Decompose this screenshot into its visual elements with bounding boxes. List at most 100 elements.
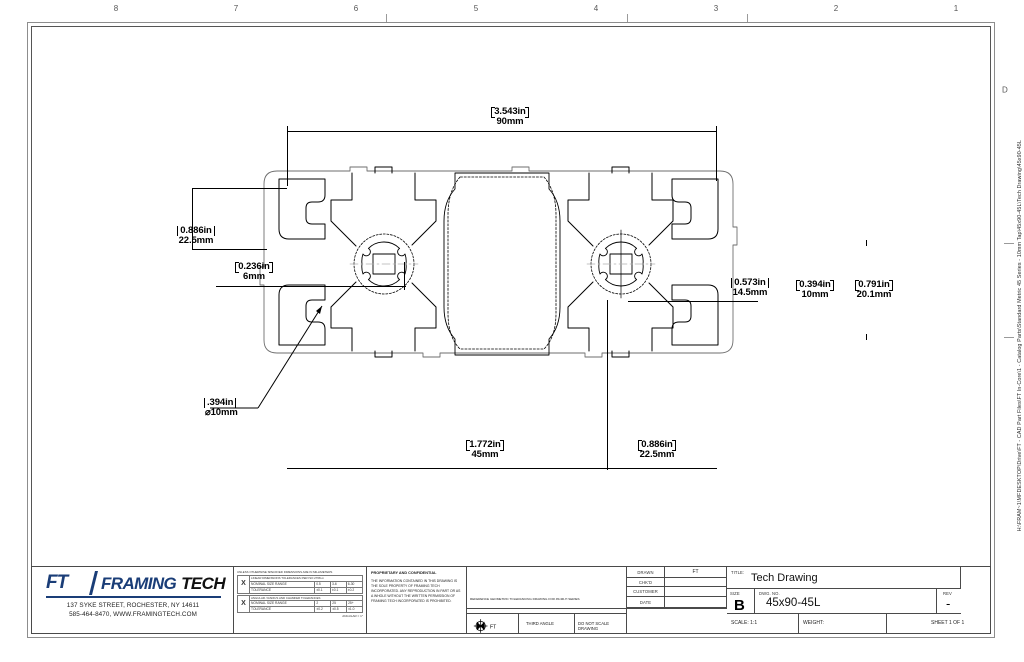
value-drawn: FT <box>692 569 699 575</box>
tolerance-group-1: X LINEAR DIMENSIONS TOLERANCES PER ISO 2… <box>237 575 364 594</box>
zone-tick <box>1004 337 1014 338</box>
zone-tick <box>1004 243 1014 244</box>
zone-ruler-right: D <box>1000 0 1018 662</box>
zone-ruler-top: 8 7 6 5 4 3 2 1 <box>27 4 995 20</box>
dimension-slot-height: 0.886in 22.5mm <box>165 225 227 247</box>
ext-line-center <box>607 300 608 470</box>
dimension-inch-value: 0.236in <box>235 261 273 274</box>
file-path-text: H:\FRAM~1\MFDESKTOP\Drive\FT - CAD Part … <box>1017 140 1023 532</box>
tolerance-heading: UNLESS OTHERWISE SPECIFIED DIMENSIONS AR… <box>237 570 333 574</box>
tolerance-check-1[interactable]: X <box>237 575 250 594</box>
do-not-scale-cell: DO NOT SCALE DRAWING <box>575 614 627 634</box>
dimension-inch-value: .394in <box>204 397 237 409</box>
logo-word-framing: FRAMING <box>101 574 177 593</box>
dimension-inch-value: 0.394in <box>796 279 834 292</box>
tolerance-table: UNLESS OTHERWISE SPECIFIED DIMENSIONS AR… <box>237 570 364 619</box>
dimension-mm-value: 10mm <box>801 289 829 301</box>
scale-label: SCALE: 1:1 <box>731 620 758 626</box>
zone-letter: D <box>1002 85 1008 95</box>
dwg-no-cell: DWG. NO. 45x90-45L <box>755 589 937 614</box>
tolerance-row-label: NOMINAL SIZE RANGE <box>248 600 316 608</box>
size-value: B <box>734 597 745 614</box>
tolerance-cell: ±0.2 <box>314 606 332 614</box>
dimension-mm-value: 20.1mm <box>856 289 892 301</box>
size-cell: SIZE B <box>727 589 755 614</box>
dimension-mm-value: 22.5mm <box>178 235 214 247</box>
zone-tick <box>386 14 387 22</box>
dimension-bore-diameter: .394in ⌀10mm <box>204 397 274 419</box>
dimension-mm-value: 14.5mm <box>732 287 768 299</box>
dimension-tap-depth: 0.394in 10mm <box>785 279 845 301</box>
weight-label: WEIGHT: <box>803 620 824 626</box>
sheet-label: SHEET 1 OF 1 <box>931 620 965 626</box>
third-angle-label: THIRD ANGLE <box>526 621 554 626</box>
field-blank-cell <box>467 608 727 609</box>
scale-cell: SCALE: 1:1 <box>727 614 799 634</box>
zone-tick <box>747 14 748 22</box>
third-angle-label-cell: THIRD ANGLE <box>519 614 575 634</box>
dim-line-slot-height <box>192 188 193 249</box>
ext-line <box>866 334 867 340</box>
title-value: Tech Drawing <box>751 572 818 584</box>
proprietary-notice: PROPRIETARY AND CONFIDENTIAL THE INFORMA… <box>371 571 462 604</box>
zone-tick <box>627 14 628 22</box>
dimension-inch-value: 1.772in <box>466 439 504 452</box>
title-label: TITLE: <box>731 570 745 575</box>
proprietary-heading: PROPRIETARY AND CONFIDENTIAL <box>371 571 437 575</box>
zone-number: 6 <box>353 4 359 13</box>
ext-line <box>287 126 288 186</box>
zone-number: 5 <box>473 4 479 13</box>
dim-line-overall-width <box>287 131 717 132</box>
sheet-cell: SHEET 1 OF 1 <box>887 614 992 634</box>
dimension-inch-value: 0.791in <box>855 279 893 292</box>
projection-symbol-cell: FT <box>467 614 519 634</box>
size-label: SIZE <box>730 591 740 596</box>
tolerance-check-2[interactable]: X <box>237 595 250 614</box>
ext-line <box>716 126 717 181</box>
dimension-mm-value: ⌀10mm <box>205 407 238 419</box>
field-label-chkd: CHK'D <box>627 578 665 587</box>
dimension-quarter-width: 0.886in 22.5mm <box>615 439 699 461</box>
logo-word-tech: TECH <box>181 574 226 593</box>
dim-line-bore-spacing <box>628 301 758 302</box>
rev-cell: REV - <box>937 589 961 614</box>
tolerance-row-label: NOMINAL SIZE RANGE <box>248 580 316 588</box>
geometric-tolerancing-note: REFERENCE GEOMETRIC TOLERANCING DRAWING … <box>470 597 580 601</box>
svg-text:FT: FT <box>490 625 496 631</box>
proprietary-body: THE INFORMATION CONTAINED IN THIS DRAWIN… <box>371 578 461 604</box>
label-chkd: CHK'D <box>638 580 653 585</box>
tolerance-cell: 6-30 <box>345 580 364 588</box>
tolerance-footer: ANGULAR = 1° <box>342 614 363 619</box>
tolerance-group-2-title: ANGULAR / RADIUS AND CHAMFER TOLERANCES <box>249 595 363 602</box>
proprietary-notice-cell: PROPRIETARY AND CONFIDENTIAL THE INFORMA… <box>367 567 467 634</box>
dimension-mm-value: 22.5mm <box>639 449 675 461</box>
tolerance-cell: ±0.1 <box>314 586 331 594</box>
dimension-inch-value: 0.573in <box>731 277 769 289</box>
logo-ft-mark: FT <box>46 572 68 593</box>
dim-line-bottom <box>287 468 717 469</box>
weight-cell: WEIGHT: <box>799 614 887 634</box>
tolerance-cell: 25+ <box>346 600 363 608</box>
ext-line <box>192 249 267 250</box>
tolerance-row-label: TOLERANCE <box>248 586 316 594</box>
ext-line <box>404 262 405 290</box>
field-label-customer: CUSTOMER <box>627 587 665 597</box>
address-line-1: 137 SYKE STREET, ROCHESTER, NY 14611 <box>66 602 200 609</box>
field-value-chkd <box>665 578 727 587</box>
field-value-customer <box>665 587 727 597</box>
dimension-mm-value: 90mm <box>496 116 524 128</box>
dimension-edge-offset: 0.791in 20.1mm <box>841 279 907 301</box>
tolerance-cell: ±0.1 <box>329 586 347 594</box>
field-label-date: DATE <box>627 597 665 608</box>
dimension-wall-thickness: 0.236in 6mm <box>223 261 285 283</box>
label-customer: CUSTOMER <box>633 589 658 594</box>
field-value-date <box>665 597 727 608</box>
dimension-bore-spacing: 0.573in 14.5mm <box>718 277 782 299</box>
diameter-leader <box>210 305 323 409</box>
label-drawn: DRAWN <box>637 570 654 575</box>
dim-line-wall-thickness <box>216 286 406 287</box>
tolerance-cell: ±0.5 <box>330 606 348 614</box>
